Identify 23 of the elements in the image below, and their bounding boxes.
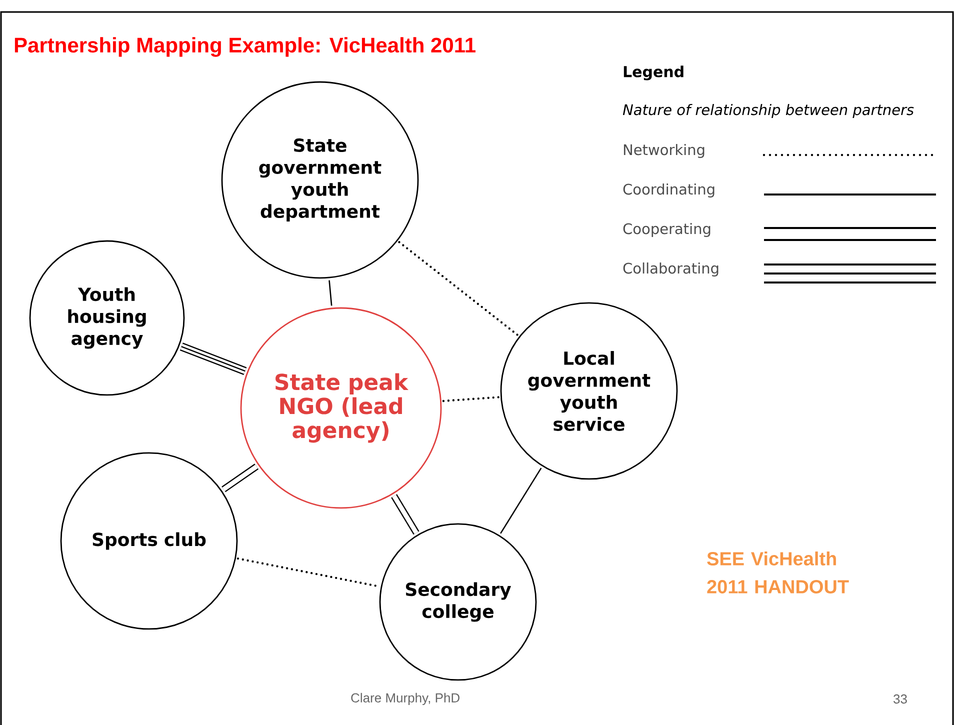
circle-node: Youth housing agency bbox=[29, 240, 185, 396]
connector-line bbox=[222, 464, 259, 492]
connector-line bbox=[180, 342, 247, 376]
connector-line bbox=[442, 396, 500, 402]
circle-node: Sports club bbox=[60, 452, 238, 630]
legend-entry-text: Networking bbox=[624, 144, 704, 158]
title: Partnership Mapping Example: VicHealth 2011 bbox=[14, 37, 476, 57]
connector-line bbox=[328, 280, 332, 306]
legend-entry-text: Collaborating bbox=[623, 262, 718, 276]
connector-line bbox=[391, 494, 420, 535]
legend-entry-text: Coordinating bbox=[623, 183, 714, 198]
legend-heading: Legend bbox=[624, 66, 684, 80]
circle-node: State peak NGO (lead agency) bbox=[240, 307, 442, 509]
note: SEE VicHealth 2011 HANDOUT bbox=[707, 552, 849, 594]
circle-node: State government youth department bbox=[221, 81, 419, 279]
connector-line bbox=[398, 241, 519, 336]
footer: Clare Murphy, PhD bbox=[351, 692, 460, 706]
legend-subtitle: Nature of relationship between partners bbox=[622, 104, 914, 118]
circle-node: Local government youth service bbox=[500, 302, 678, 480]
connector-line bbox=[500, 468, 542, 534]
circle-node: Secondary college bbox=[379, 523, 537, 681]
page-number: 33 bbox=[894, 694, 907, 704]
legend-entry-text: Cooperating bbox=[623, 222, 710, 237]
